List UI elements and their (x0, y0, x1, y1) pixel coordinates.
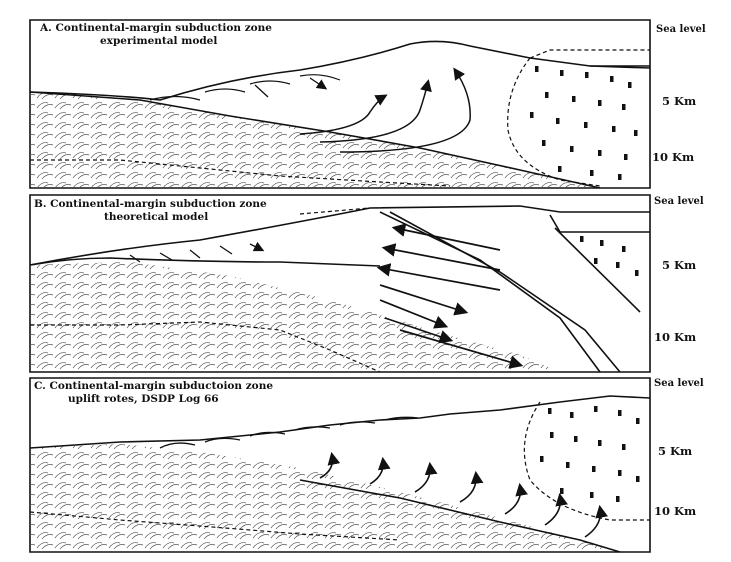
granite-dot (590, 170, 594, 176)
panel-a-5km-label: 5 Km (662, 94, 696, 108)
panel-c-5km-unit: Km (670, 444, 692, 458)
granite-dot (556, 118, 560, 124)
panel-a-5km-unit: Km (674, 94, 696, 108)
panel-b-5km-unit: Km (674, 258, 696, 272)
granite-dot (622, 104, 626, 110)
panel-b-title-line1: B. Continental-margin subduction zone (34, 198, 267, 211)
panel-a-title-line1: A. Continental-margin subduction zone (40, 22, 272, 35)
granite-dot (618, 470, 622, 476)
panel-a-title: A. Continental-margin subduction zone ex… (40, 22, 272, 48)
panel-c-5km-num: 5 (658, 444, 666, 458)
panel-a-10km-label: 10 Km (652, 150, 694, 164)
granite-dot (590, 492, 594, 498)
granite-dot (636, 476, 640, 482)
granite-dot (610, 76, 614, 82)
panel-a-title-line2: experimental model (40, 35, 272, 48)
granite-dot (594, 258, 598, 264)
panel-b-10km-label: 10 Km (654, 330, 696, 344)
panel-b-5km-label: 5 Km (662, 258, 696, 272)
granite-dot (616, 262, 620, 268)
granite-dot (572, 96, 576, 102)
granite-dot (628, 82, 632, 88)
granite-dot (545, 92, 549, 98)
granite-dot (624, 154, 628, 160)
granite-dot (542, 140, 546, 146)
granite-dot (585, 72, 589, 78)
granite-dot (634, 130, 638, 136)
granite-dot (594, 406, 598, 412)
panel-a-10km-num: 10 (652, 150, 668, 164)
panel-c-title-line2: uplift rotes, DSDP Log 66 (34, 393, 273, 406)
granite-dot (584, 122, 588, 128)
granite-dot (592, 466, 596, 472)
panel-c-5km-label: 5 Km (658, 444, 692, 458)
granite-dot (600, 240, 604, 246)
panel-a-10km-unit: Km (672, 150, 694, 164)
panel-c-sea-level-label: Sea level (654, 378, 704, 389)
panel-b-title: B. Continental-margin subduction zone th… (34, 198, 267, 224)
granite-dot (540, 456, 544, 462)
granite-dot (560, 70, 564, 76)
granite-dot (622, 444, 626, 450)
granite-dot (622, 246, 626, 252)
granite-dot (616, 496, 620, 502)
granite-dot (548, 408, 552, 414)
granite-dot (636, 418, 640, 424)
granite-dot (570, 146, 574, 152)
panel-b-10km-num: 10 (654, 330, 670, 344)
granite-dot (618, 174, 622, 180)
granite-dot (598, 100, 602, 106)
granite-dot (598, 440, 602, 446)
granite-dot (566, 462, 570, 468)
granite-dot (574, 436, 578, 442)
panel-c-10km-unit: Km (674, 504, 696, 518)
panel-c-10km-label: 10 Km (654, 504, 696, 518)
panel-a-sea-level-label: Sea level (656, 24, 706, 35)
panel-b-5km-num: 5 (662, 258, 670, 272)
granite-dot (612, 126, 616, 132)
panel-a-5km-num: 5 (662, 94, 670, 108)
panel-c-title: C. Continental-margin subductoion zone u… (34, 380, 273, 406)
panel-b-title-line2: theoretical model (34, 211, 267, 224)
granite-dot (598, 150, 602, 156)
granite-dot (570, 412, 574, 418)
panel-b-sea-level-label: Sea level (654, 196, 704, 207)
panel-b-10km-unit: Km (674, 330, 696, 344)
panel-c-10km-num: 10 (654, 504, 670, 518)
granite-dot (635, 270, 639, 276)
granite-dot (550, 432, 554, 438)
granite-dot (530, 112, 534, 118)
panel-c-title-line1: C. Continental-margin subductoion zone (34, 380, 273, 393)
granite-dot (558, 166, 562, 172)
granite-dot (618, 410, 622, 416)
granite-dot (580, 236, 584, 242)
granite-dot (535, 66, 539, 72)
granite-dot (560, 488, 564, 494)
